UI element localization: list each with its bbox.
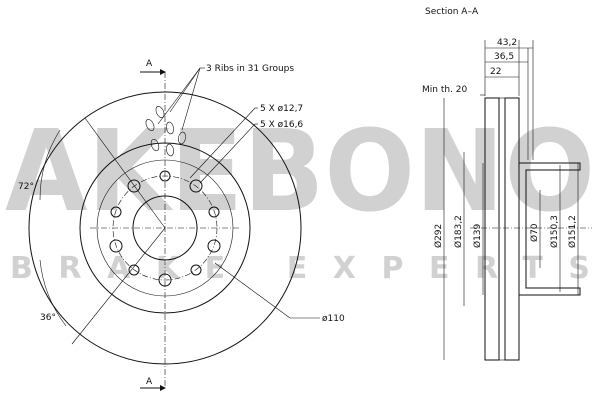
- width-22-label: 22: [490, 67, 501, 77]
- dia-151-label: Ø151,2: [567, 215, 578, 248]
- angle-line-72: [84, 117, 166, 229]
- watermark: AKEBONO BRAKE EXPERTS: [5, 107, 595, 286]
- section-view: Section A–A 43,2 36,5 22 Min th. 20 Ø29: [422, 7, 592, 361]
- dia-70-label: Ø70: [529, 223, 540, 242]
- bolt-hole: [128, 264, 140, 276]
- angle-line-36: [71, 227, 166, 345]
- bolt-hole: [159, 170, 171, 182]
- width-36-label: 36,5: [494, 52, 514, 62]
- locator-hole: [109, 239, 123, 253]
- min-thickness-label: Min th. 20: [422, 85, 468, 95]
- vent-ribs: [145, 106, 186, 157]
- holes-large-label: 5 X ø16,6: [260, 120, 303, 130]
- dia-139-label: Ø139: [472, 223, 483, 248]
- locator-hole: [158, 273, 172, 287]
- width-43-label: 43,2: [497, 38, 517, 48]
- dia-150-label: Ø150,3: [549, 215, 560, 248]
- pcd-label: ø110: [322, 314, 345, 324]
- locator-hole: [127, 179, 141, 193]
- bolt-holes: [109, 170, 221, 287]
- ribs-label: 3 Ribs in 31 Groups: [206, 64, 294, 74]
- bolt-hole: [190, 264, 202, 276]
- angle-36-label: 36°: [40, 313, 56, 323]
- front-view: A A: [18, 59, 345, 391]
- bolt-hole: [208, 206, 220, 218]
- locator-hole: [207, 239, 221, 253]
- section-marker-bottom: A: [146, 377, 153, 387]
- bolt-hole: [110, 206, 122, 218]
- locator-hole: [189, 179, 203, 193]
- section-title: Section A–A: [425, 7, 479, 17]
- angle-72-label: 72°: [18, 182, 34, 192]
- dia-183-label: Ø183,2: [453, 215, 464, 248]
- holes-small-label: 5 X ø12,7: [260, 104, 303, 114]
- hat-neck: [518, 162, 581, 296]
- section-marker-top: A: [146, 59, 153, 69]
- dia-292-label: Ø292: [433, 224, 444, 248]
- watermark-tagline: BRAKE EXPERTS: [10, 251, 590, 286]
